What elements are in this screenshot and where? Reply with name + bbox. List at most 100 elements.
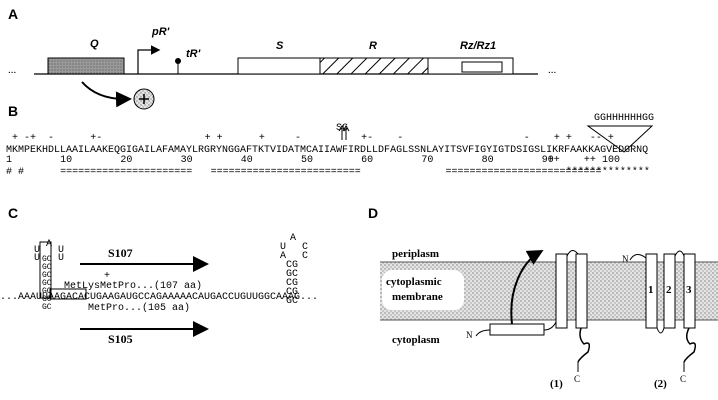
hash-marks: # #	[6, 167, 25, 178]
charge-mark: + -+ -	[12, 133, 55, 144]
residue-number: 80	[481, 155, 494, 166]
hairpin1-stem-3: GC	[42, 271, 52, 280]
charge-mark: +-	[90, 133, 103, 144]
hairpin1-stem-2: GC	[42, 263, 52, 272]
charge-mark: -	[294, 133, 301, 144]
residue-number: 1	[6, 155, 13, 166]
topology-label-2: (2)	[654, 378, 667, 390]
charge-mark: +-	[361, 133, 374, 144]
tmd-label-3: 3	[686, 284, 692, 296]
residue-number: 10	[60, 155, 73, 166]
tmd-bar: ======================	[60, 167, 193, 178]
n-terminus-left: N	[466, 330, 473, 340]
hairpin1-stem-7: GC	[42, 303, 52, 312]
topology2-tmd-3	[683, 253, 696, 329]
terminator-label: tR'	[186, 48, 201, 60]
hairpin1-stem-1: GC	[42, 255, 52, 264]
hairpin2-stem-2: GC	[286, 269, 299, 280]
charge-row: + -+ -+-+ ++-+---+ + -- +	[6, 134, 706, 146]
residue-number: 70	[421, 155, 434, 166]
topology1-tmd-b	[575, 253, 588, 329]
topology2-n-tail	[629, 254, 647, 261]
panel-label-c: C	[8, 205, 19, 221]
periplasm-label: periplasm	[392, 248, 440, 260]
topology1-tmd-a	[555, 253, 568, 329]
hairpin2-stem-4: CG	[286, 287, 299, 298]
tmd-bar: ==========================	[445, 167, 602, 178]
s105-translation: MetPro...(105 aa)	[88, 303, 191, 314]
gene-label-r: R	[369, 40, 377, 52]
n-terminus-right: N	[622, 254, 629, 264]
panel-b-sequence: SG GGHHHHHHGG + -+ -+-+ ++-+---+ + -- + …	[6, 110, 716, 200]
residue-number: 40	[240, 155, 253, 166]
hairpin2-stem-5: GC	[286, 296, 299, 307]
charge-mark: + + -- +	[553, 133, 614, 144]
hairpin1-left-2: U	[34, 253, 41, 264]
hairpin2-loop-top: A	[290, 233, 297, 244]
charge-mark-lower: ++	[583, 155, 596, 166]
dots-right: ...	[548, 64, 557, 76]
start-codon-box-2	[49, 288, 87, 300]
c-terminus-left: C	[574, 374, 581, 384]
residue-number: 60	[361, 155, 374, 166]
gene-label-q: Q	[90, 38, 99, 50]
hairpin1-stem-6: GC	[42, 295, 52, 304]
hairpin1-right-2: U	[58, 253, 65, 264]
s105-label: S105	[108, 332, 133, 346]
panel-label-b: B	[8, 103, 19, 119]
topology1-surface-helix	[489, 323, 545, 336]
gene-label-s: S	[276, 40, 284, 52]
charge-mark: +	[258, 133, 265, 144]
topology2-tmd-1	[645, 253, 658, 329]
charge-row-lower: ++ ++	[6, 156, 706, 168]
s107-label: S107	[108, 246, 133, 260]
dots-left: ...	[8, 64, 17, 76]
gene-q-box	[47, 57, 125, 75]
tmd-bar-row: ========================================…	[6, 168, 706, 180]
hairpin1-stem-5: GC	[42, 287, 52, 296]
mrna-sequence: ...AAAUUAAGACACUGAAGAUGCCAGAAAAACAUGACCU…	[0, 292, 319, 303]
plus-sign: +	[104, 271, 111, 282]
hairpin2-loop-right-2: C	[302, 251, 309, 262]
panel-label-a: A	[8, 6, 19, 22]
protein-sequence: MKMPEKHDLLAAILAAKEQGIGAILAFAMAYLRGRYNGGA…	[6, 145, 649, 156]
insertion-wedge	[586, 125, 654, 153]
residue-number: 20	[120, 155, 133, 166]
charge-mark: -	[523, 133, 530, 144]
topology1-n-tail	[475, 329, 491, 337]
topology-label-1: (1)	[550, 378, 563, 390]
promoter-arrow	[137, 45, 161, 74]
gene-label-rz: Rz/Rz1	[460, 40, 497, 52]
hairpin1-right-1: U	[58, 245, 65, 256]
hairpin2-stem-1: CG	[286, 260, 299, 271]
charge-mark-lower: ++	[547, 155, 560, 166]
s107-translation: MetLysMetPro...(107 aa)	[64, 281, 203, 292]
membrane-label-1: cytoplasmic	[386, 276, 442, 288]
panel-label-d: D	[368, 205, 379, 221]
hairpin2-stem-3: CG	[286, 278, 299, 289]
hairpin1-left-1: U	[34, 245, 41, 256]
tag-region-stars: **************	[565, 167, 650, 178]
topology2-tmd-2	[663, 253, 676, 329]
tmd-label-2: 2	[666, 284, 672, 296]
charge-mark: + +	[204, 133, 223, 144]
tmd-label-1: 1	[648, 284, 654, 296]
residue-number: 30	[180, 155, 193, 166]
c-terminus-right: C	[680, 374, 687, 384]
topology1-c-tail	[577, 327, 591, 363]
terminator-head	[175, 58, 181, 64]
cytoplasm-label: cytoplasm	[392, 334, 440, 346]
membrane-label-box	[382, 270, 464, 310]
q-activation-arrow	[81, 81, 132, 108]
hairpin2-loop-left-1: U	[280, 242, 287, 253]
hairpin2-loop-left-2: A	[280, 251, 287, 262]
flip-arrow	[510, 250, 544, 325]
gene-rz1-box	[461, 61, 503, 73]
start-codon-box-1	[39, 241, 52, 299]
membrane-label-2: membrane	[392, 291, 443, 303]
